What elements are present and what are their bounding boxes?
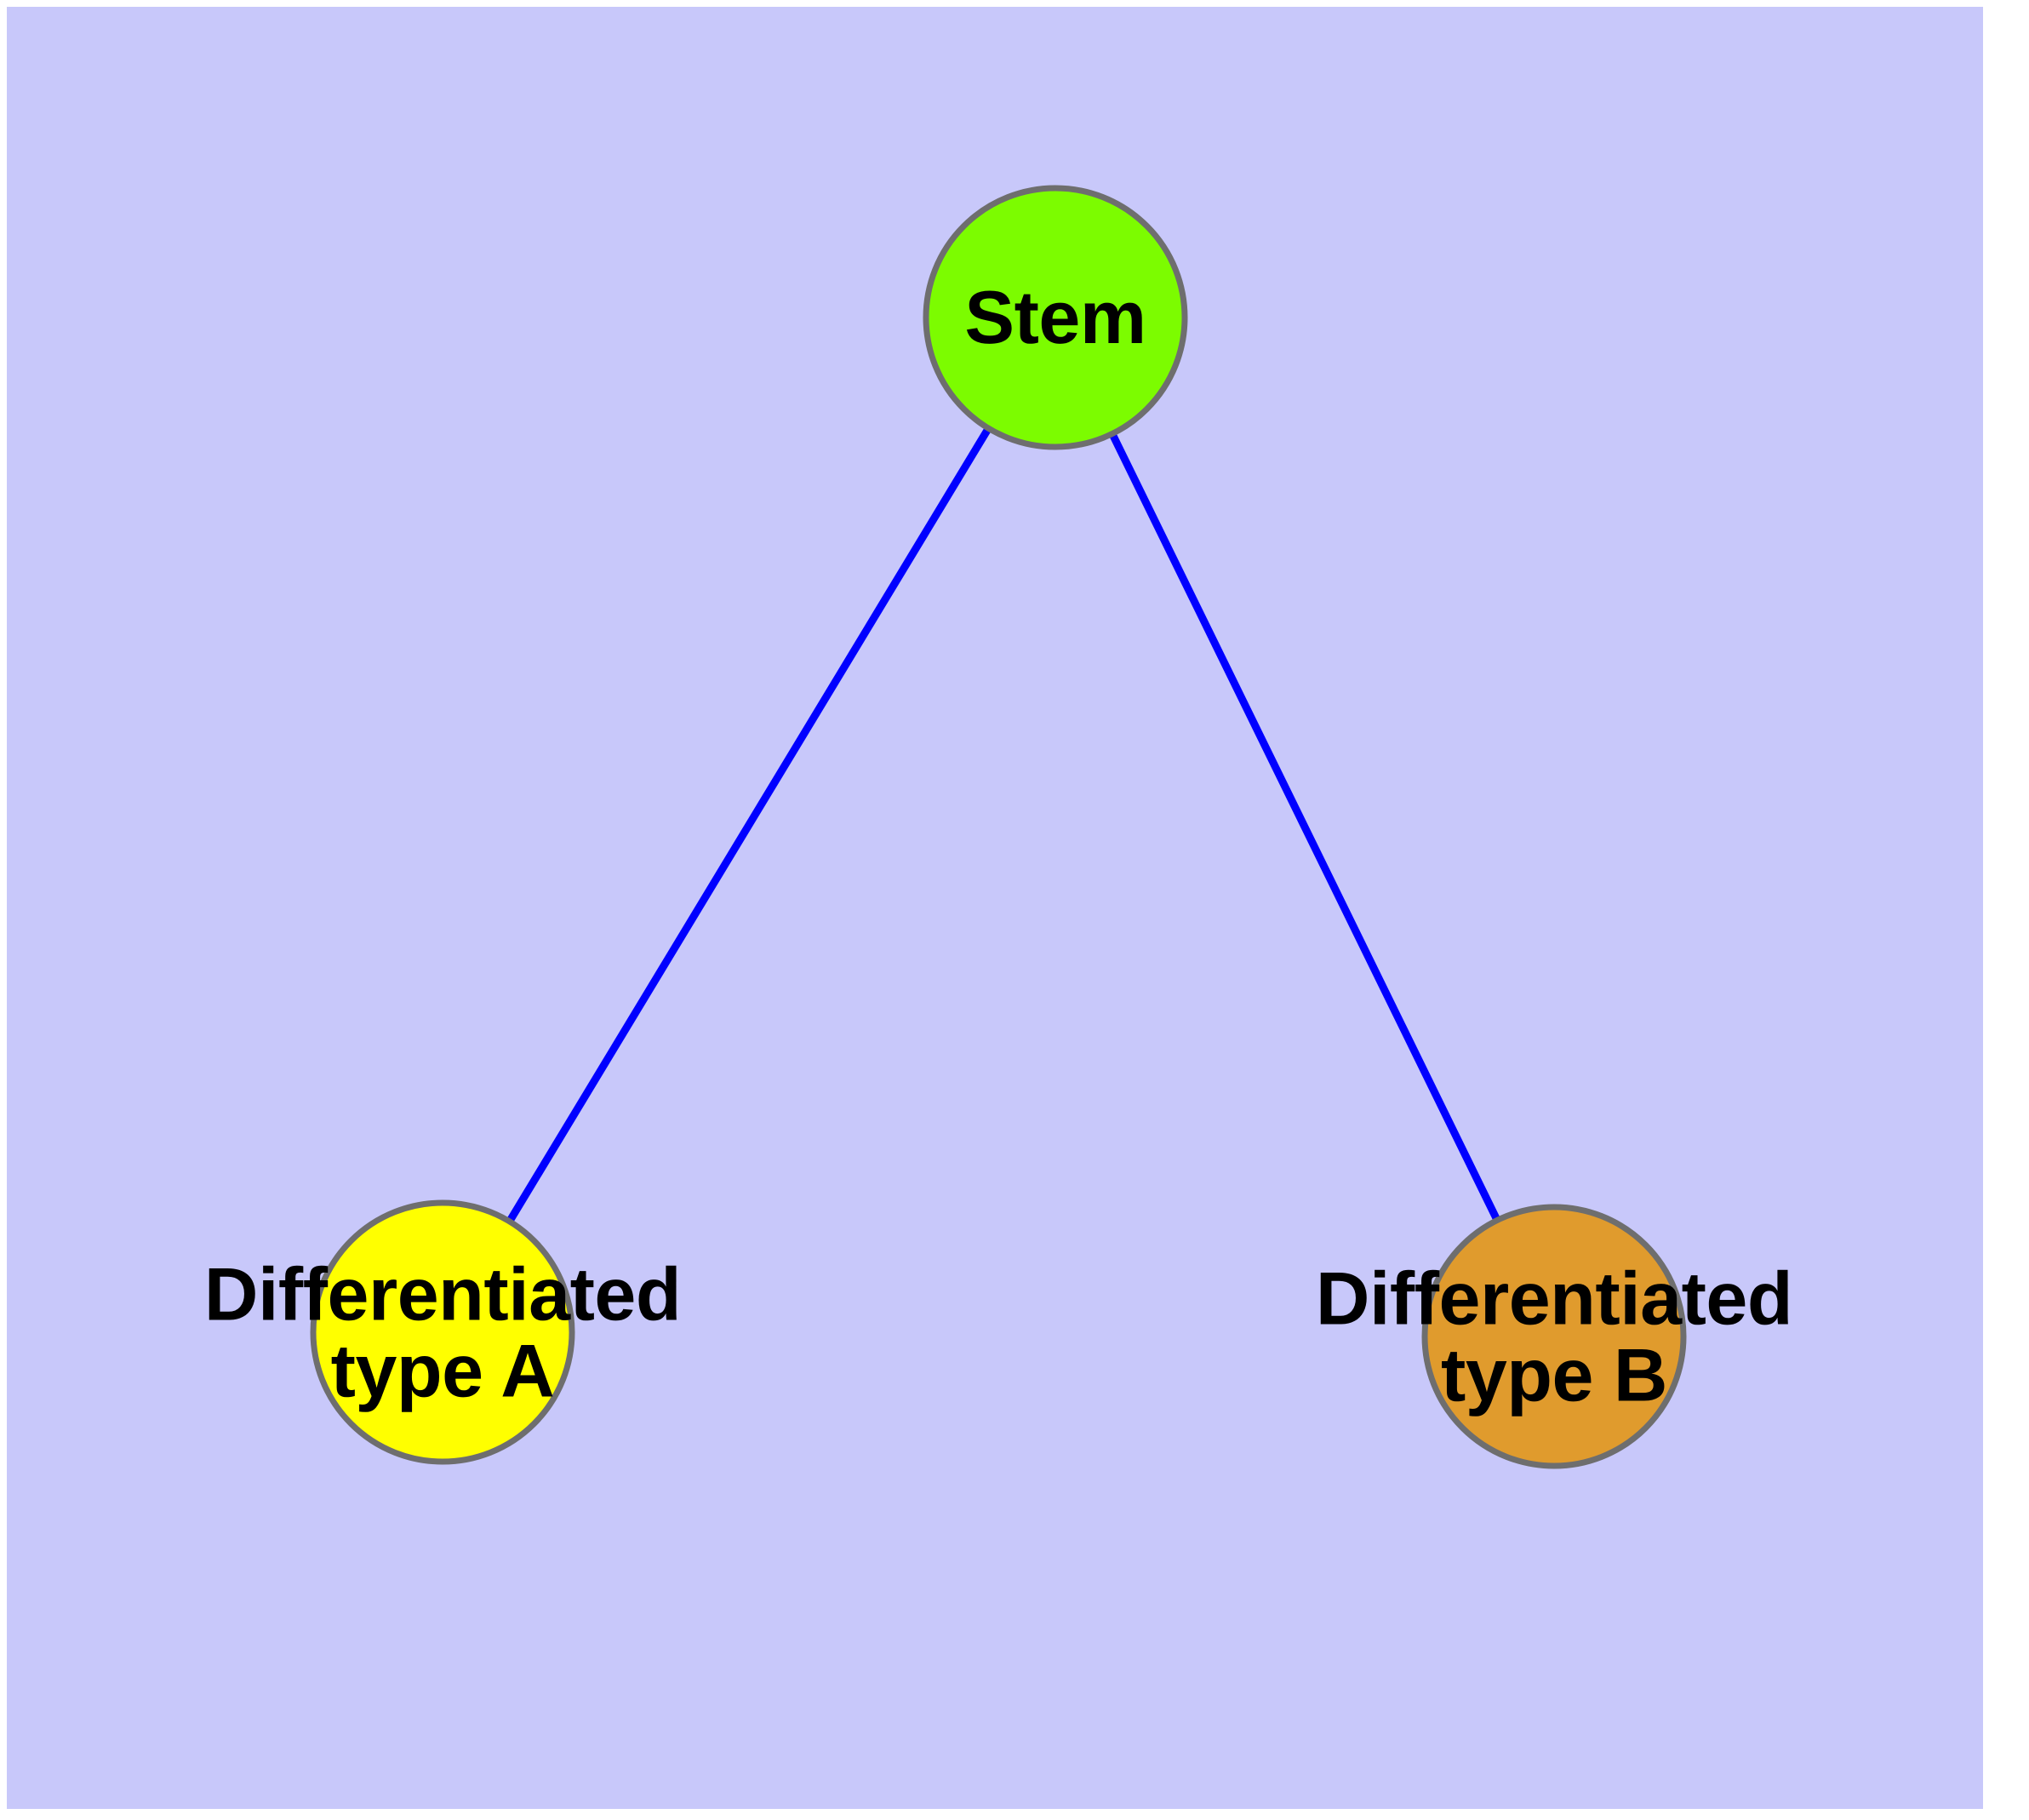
edge-stem-to-diff_b — [1109, 433, 1500, 1221]
edge-layer — [506, 427, 1500, 1222]
node-circle-diff_a[interactable] — [310, 1199, 575, 1465]
node-layer — [310, 185, 1687, 1469]
node-circle-stem[interactable] — [923, 185, 1188, 450]
edge-stem-to-diff_a — [506, 427, 992, 1222]
node-circle-diff_b[interactable] — [1421, 1204, 1687, 1469]
